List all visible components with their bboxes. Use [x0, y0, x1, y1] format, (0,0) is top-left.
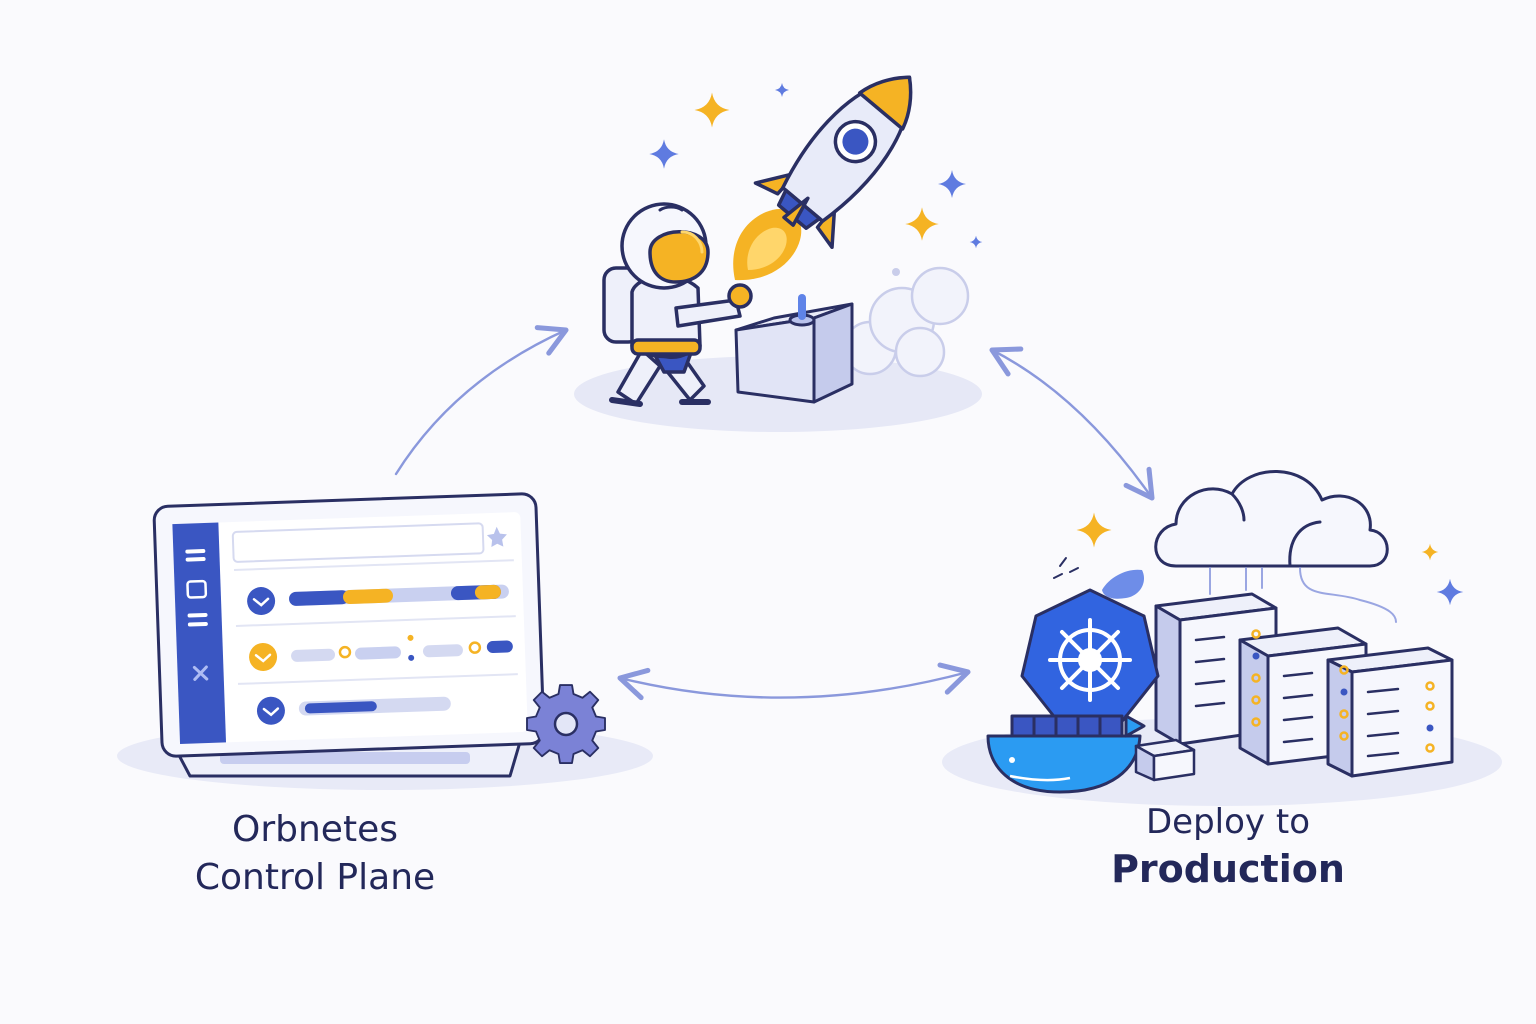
launch-box-icon: [734, 294, 854, 404]
kubernetes-wheel-icon: [1020, 588, 1160, 726]
arrow-launch-deploy: [989, 346, 1155, 501]
deploy-title-line2: Production: [1111, 847, 1345, 891]
deploy-title-line1: Deploy to: [1146, 802, 1310, 842]
astronaut-icon: [602, 202, 753, 407]
server-details: [1194, 629, 1435, 758]
arrow-icon: [394, 325, 1155, 701]
control-plane-title-line2: Control Plane: [194, 857, 436, 898]
data-drop: [1102, 569, 1145, 599]
sparkle-icon-right: [1053, 512, 1464, 606]
laptop-icon: [117, 492, 653, 790]
control-plane-caption: Orbnetes Control Plane: [150, 806, 480, 902]
arrow-to-launch: [394, 325, 569, 476]
control-plane-title-line1: Orbnetes: [232, 809, 398, 850]
gear-icon: [526, 684, 606, 764]
cloud-connectors: [1209, 567, 1397, 623]
cloud-icon: [1154, 470, 1389, 568]
arrow-control-deploy: [617, 662, 971, 701]
rocket-flame: [733, 208, 802, 281]
rocket-icon: [753, 75, 913, 250]
deploy-caption: Deploy to Production: [1090, 800, 1366, 894]
smoke-cloud: [842, 266, 970, 378]
container-cube: [1134, 738, 1196, 782]
docker-whale-icon: [986, 714, 1146, 794]
